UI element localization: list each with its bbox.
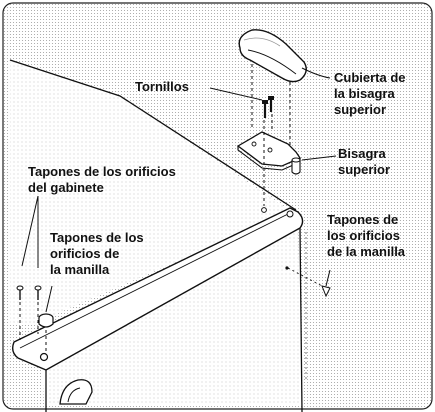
leader-hinge [301, 155, 337, 161]
label-handle-hole-plugs-right-line-3: de la manilla [327, 244, 406, 259]
label-handle-hole-plugs-right-line-2: los orificios [327, 228, 400, 243]
label-hinge-cover-line-3: superior [334, 102, 387, 117]
hinge-plate-hole-a [251, 141, 257, 147]
leader-screws [209, 87, 263, 101]
label-handle-hole-plugs-right: Tapones de los orificios de la manilla [327, 212, 405, 260]
label-hinge-cover: Cubierta de la bisagra superior [334, 70, 406, 118]
cabinet-plug-2 [34, 285, 42, 300]
handle-plug-left [38, 313, 54, 328]
label-handle-hole-plugs-left: Tapones de los orificios de la manilla [50, 230, 144, 278]
handle-recess-inner [67, 387, 81, 403]
label-handle-hole-plugs-right-line-1: Tapones de [327, 212, 399, 227]
label-cabinet-hole-plugs-line-2: del gabinete [28, 180, 104, 195]
label-screws-line-1: Tornillos [135, 79, 189, 94]
label-handle-hole-plugs-left-line-3: la manilla [50, 262, 110, 277]
hinge-cover-ridge [247, 49, 297, 75]
leader-handle-plugs-right [325, 269, 331, 287]
hinge-hole-left [261, 207, 267, 213]
label-hinge-cover-line-1: Cubierta de [334, 70, 406, 85]
hinge-pin-top [291, 157, 301, 163]
label-cabinet-hole-plugs-line-1: Tapones de los orificios [28, 164, 176, 179]
handle-plug-right [321, 285, 331, 298]
leader-hinge-cover [301, 67, 331, 79]
leader-handle-plugs-left [45, 285, 53, 313]
hinge-cover [238, 29, 307, 83]
cabinet-front-edge-right [299, 227, 303, 412]
hinge-pin [291, 160, 301, 175]
label-cabinet-hole-plugs: Tapones de los orificios del gabinete [28, 164, 176, 196]
cabinet-front-face [42, 220, 302, 405]
cabinet-plug-1 [16, 285, 24, 300]
label-handle-hole-plugs-left-line-2: orificios de [50, 246, 120, 261]
label-hinge-cover-line-2: la bisagra [334, 86, 395, 101]
hinge-hole-right [286, 210, 294, 218]
label-handle-hole-plugs-left-line-1: Tapones de los [50, 230, 144, 245]
screw-2 [268, 96, 274, 112]
label-top-hinge-line-1: Bisagra [338, 146, 386, 161]
screw-1 [262, 100, 268, 118]
label-screws: Tornillos [135, 79, 189, 95]
hinge-plate-hole-b [267, 147, 273, 153]
handle-hole-right [285, 266, 289, 270]
cabinet-top-surface [10, 60, 292, 325]
cabinet-top-back-edge [9, 59, 297, 211]
leader-cabinet-plugs [21, 195, 39, 267]
label-top-hinge-line-2: superior [338, 162, 391, 177]
handle-hole [39, 352, 49, 362]
hinge-cover-shade [243, 37, 281, 47]
cabinet-front-rail-inner [19, 211, 293, 349]
handle-recess [59, 379, 93, 405]
guide-handle-plug-right [287, 267, 323, 287]
label-top-hinge: Bisagra superior [338, 146, 390, 178]
